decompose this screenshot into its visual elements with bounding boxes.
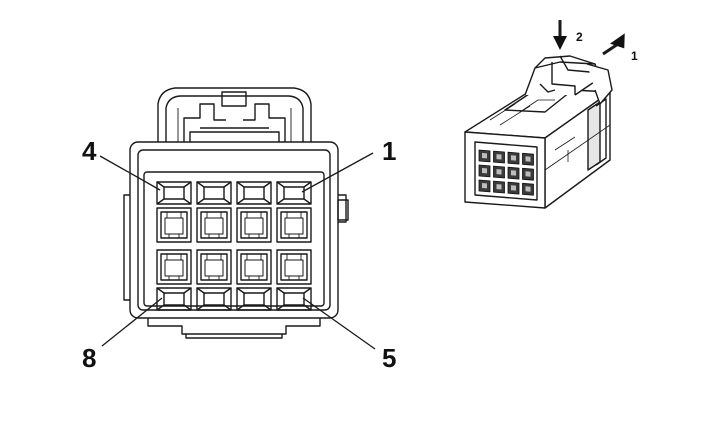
iso-cavity-terminal	[496, 169, 502, 175]
connector-front-view: 4 1 8 5	[82, 87, 396, 373]
upper-terminal-cavity	[236, 207, 272, 243]
top-row-cavity	[196, 181, 232, 205]
top-row-cavity	[236, 181, 272, 205]
leader-pin-4	[99, 155, 161, 191]
iso-cavities	[478, 149, 534, 196]
pull-arrow-icon	[602, 33, 625, 56]
pin-label-5: 5	[382, 343, 396, 373]
leader-pin-5	[302, 297, 376, 350]
connector-body	[123, 141, 349, 339]
top-row-cavity	[276, 181, 312, 205]
press-arrow-label: 2	[576, 30, 583, 44]
iso-cavity-terminal	[482, 183, 487, 189]
bottom-row-cavity	[236, 287, 272, 311]
iso-cavity-terminal	[496, 184, 502, 190]
lower-terminal-cavity	[236, 249, 272, 285]
bottom-row-cavity	[156, 287, 192, 311]
bottom-row-cavity	[196, 287, 232, 311]
pin-leader-lines	[99, 152, 376, 350]
upper-terminal-cavity	[276, 207, 312, 243]
pin-cavities	[156, 181, 312, 311]
iso-cavity-terminal	[525, 171, 531, 177]
iso-cavity-terminal	[496, 154, 502, 160]
connector-iso-view: 2 1	[464, 20, 638, 209]
iso-cavity-terminal	[482, 168, 487, 174]
press-arrow-icon	[553, 20, 567, 50]
pin-label-1: 1	[382, 136, 396, 166]
upper-terminal-cavity	[156, 207, 192, 243]
iso-cavity-terminal	[525, 156, 531, 162]
leader-pin-1	[301, 152, 374, 193]
lower-terminal-cavity	[196, 249, 232, 285]
pin-label-8: 8	[82, 343, 96, 373]
pull-arrow-label: 1	[631, 49, 638, 63]
latch-housing	[157, 87, 312, 142]
iso-cavity-terminal	[511, 155, 516, 161]
top-row-cavity	[156, 181, 192, 205]
iso-cavity-terminal	[511, 170, 516, 176]
lower-terminal-cavity	[276, 249, 312, 285]
iso-cavity-terminal	[511, 185, 516, 191]
upper-terminal-cavity	[196, 207, 232, 243]
pin-labels: 4 1 8 5	[82, 136, 396, 373]
iso-cavity-terminal	[482, 153, 487, 159]
leader-pin-8	[101, 297, 163, 347]
lower-terminal-cavity	[156, 249, 192, 285]
iso-body	[464, 55, 613, 209]
pin-label-4: 4	[82, 136, 97, 166]
iso-cavity-terminal	[525, 186, 531, 192]
